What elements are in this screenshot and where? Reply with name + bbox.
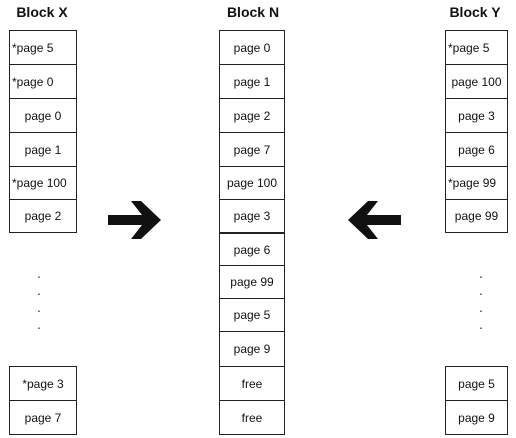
block-n-cell: page 3 [219, 199, 285, 233]
block-x-cell: page 1 [9, 132, 77, 167]
block-n-cell: page 5 [219, 298, 285, 332]
block-n-cell: page 2 [219, 98, 285, 133]
block-n-cell: page 9 [219, 331, 285, 367]
arrow-left-icon [348, 201, 401, 239]
block-n-cell: page 99 [219, 265, 285, 299]
block-n-cell: free [219, 366, 285, 401]
block-n-cell: page 100 [219, 166, 285, 200]
block-n-title: Block N [226, 4, 280, 20]
block-y-cell: page 99 [445, 199, 508, 233]
block-y-cell: page 5 [445, 366, 508, 401]
block-y-cell: *page 99 [445, 166, 508, 200]
block-y-cell: page 100 [445, 64, 508, 99]
arrow-right-icon [108, 201, 161, 239]
block-x-title: Block X [16, 4, 68, 20]
block-n-cell: page 1 [219, 64, 285, 99]
block-n-cell: page 6 [219, 232, 285, 266]
block-n-cell: page 0 [219, 30, 285, 65]
block-y-cell: page 6 [445, 132, 508, 167]
block-n-cell: free [219, 400, 285, 435]
block-x-cell: page 7 [9, 400, 77, 435]
block-x-cell: *page 3 [9, 366, 77, 401]
block-n-cell: page 7 [219, 132, 285, 167]
block-y-title: Block Y [449, 4, 501, 20]
block-x-cell: page 0 [9, 98, 77, 133]
block-x-cell: *page 100 [9, 166, 77, 200]
block-y-cell: *page 5 [445, 30, 508, 65]
block-x-cell: page 2 [9, 199, 77, 233]
block-y-cell: page 9 [445, 400, 508, 435]
block-y-cell: page 3 [445, 98, 508, 133]
block-x-cell: *page 0 [9, 64, 77, 99]
block-x-cell: *page 5 [9, 30, 77, 65]
